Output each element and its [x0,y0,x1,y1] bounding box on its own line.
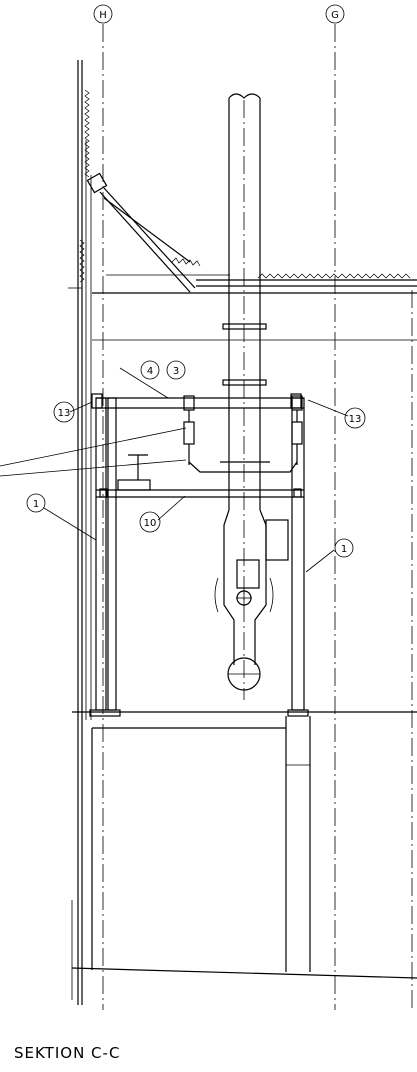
callout-1-right: 1 [334,538,354,558]
roof-structure [86,172,417,341]
spring-hanger-left [183,395,195,465]
svg-text:13: 13 [58,408,71,419]
callout-13-left: 13 [53,401,75,423]
svg-text:13: 13 [349,414,362,425]
leader-lines [0,367,349,573]
callout-1-left: 1 [26,493,46,513]
spring-hanger-right [291,395,303,465]
svg-text:1: 1 [33,499,39,510]
section-title: SEKTION C-C [14,1044,120,1062]
svg-text:4: 4 [147,366,153,377]
callout-4: 4 [140,360,160,380]
callout-10: 10 [139,511,161,533]
chimney-pipe [222,93,267,700]
pipe-assembly [214,485,289,691]
grid-label-g: G [331,10,339,21]
support-frame [89,393,309,717]
svg-text:1: 1 [341,544,347,555]
foundation [71,711,417,1000]
grid-label-h: H [99,10,107,21]
i-beam [117,454,151,491]
callout-3: 3 [166,360,186,380]
svg-text:3: 3 [173,366,179,377]
grid-axis-g: G [325,4,345,1010]
grid-axis-h: H [93,4,113,1010]
left-wall [68,60,92,1005]
svg-text:10: 10 [144,518,157,529]
callout-13-right: 13 [344,407,366,429]
